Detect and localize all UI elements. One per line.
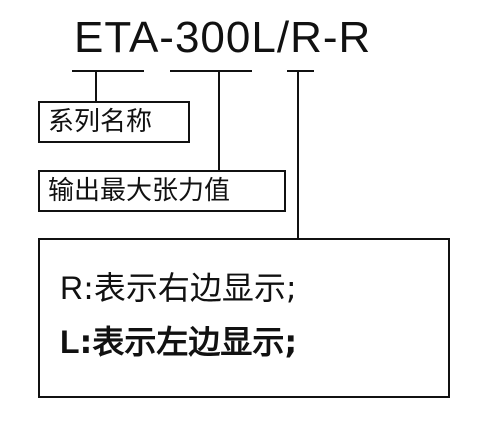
display-option-right: R:表示右边显示; (60, 268, 297, 308)
display-option-text: :表示左边显示; (79, 323, 298, 361)
series-name-label: 系列名称 (38, 101, 190, 143)
display-option-left: L:表示左边显示; (60, 322, 297, 362)
display-option-key: R (60, 270, 84, 306)
max-tension-label: 输出最大张力值 (38, 170, 286, 212)
display-option-key: L (60, 324, 80, 360)
display-option-text: :表示右边显示; (83, 269, 297, 307)
display-options-box: R:表示右边显示; L:表示左边显示; (38, 238, 450, 398)
model-code: ETA-300L/R-R (74, 13, 372, 62)
